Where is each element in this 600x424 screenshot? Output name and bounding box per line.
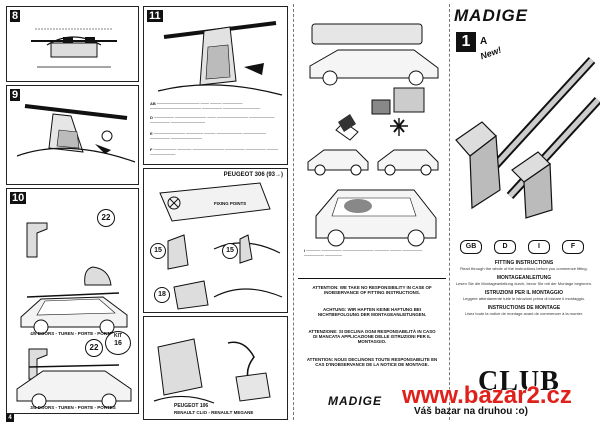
- panel-8: 8: [6, 6, 139, 82]
- section-f: INSTRUCTIONS DE MONTAGE Lisez toute la n…: [464, 305, 584, 316]
- car-loading-illustration: [307, 23, 439, 247]
- panel-number: 8: [10, 10, 21, 22]
- panel-8-illustration: [31, 28, 117, 68]
- label-18: 18: [154, 287, 170, 303]
- roof-bar-illustration: [455, 56, 600, 219]
- panel-10-illustration-top: [16, 222, 132, 409]
- panel-11: 11 AB ─────────────── ─── ──── ─────── ─…: [143, 6, 288, 165]
- attention-f: ATTENTION: NOUS DECLINONS TOUTE RESPONSA…: [306, 357, 438, 368]
- lang-f[interactable]: F: [562, 240, 584, 254]
- peugeot-106-panel: PEUGEOT 106 RENAULT CLIO - RENAULT MEGAN…: [143, 316, 288, 420]
- peugeot-106-illustration: [153, 338, 271, 404]
- fixing-points-label: FIXING POINTS: [214, 201, 247, 206]
- label-15-left: 15: [150, 243, 166, 259]
- attention-gb: ATTENTION: WE TAKE NO RESPONSIBILITY IN …: [312, 285, 432, 296]
- section-gb: FITTING INSTRUCTIONS Read through the wh…: [460, 260, 588, 271]
- step-f-text: F ──────── ───── ─────────── ─────── ───…: [150, 147, 279, 157]
- series-name: CLUB: [478, 366, 560, 397]
- peugeot-306-panel: PEUGEOT 306 (93→) FIXING POINTS 15 15 18: [143, 168, 288, 313]
- section-i: ISTRUZIONI PER IL MONTAGGIO Leggere atte…: [462, 290, 586, 301]
- model-badge: 1: [456, 32, 476, 52]
- peugeot-306-illustration: [159, 182, 283, 310]
- panel-number: 11: [147, 10, 163, 22]
- tag-22-bottom: 22: [85, 339, 103, 357]
- peugeot-106-subtitle: RENAULT CLIO - RENAULT MEGANE: [174, 410, 254, 415]
- panel-number: 10: [10, 192, 27, 204]
- lang-gb[interactable]: GB: [460, 240, 482, 254]
- step-e-text: E ─────────── ────── ──── ───────── ────…: [150, 131, 266, 141]
- attention-i: ATTENZIONE: SI DECLINA OGNI RESPONSABILI…: [308, 329, 436, 345]
- tag-22-top: 22: [97, 209, 115, 227]
- footer-brand: MADIGE: [328, 394, 382, 408]
- caption-4-5-doors: 4/5 DOORS - TUREN - PORTE - PORTES: [30, 331, 116, 336]
- step-d-text: D ─────── ─────────── ─── ─────────── ──…: [150, 115, 275, 125]
- panel-9: 9: [6, 85, 139, 185]
- model-letter: A: [480, 36, 488, 47]
- panel-number: 9: [10, 89, 21, 101]
- peugeot-106-title: PEUGEOT 106: [174, 403, 209, 409]
- caption-3-4-doors: 3/4 DOORS - TUREN - PORTE - PORTES: [30, 405, 116, 410]
- panel-10: 10 22 4/5 DOORS - TUREN - PORTE - PORTES…: [6, 188, 139, 414]
- kit-badge: KIT 16: [105, 331, 131, 355]
- car-loading-section: I ───── ─────── ─────────── ───── ──── ─…: [298, 6, 446, 270]
- fold-line-right: [449, 4, 450, 420]
- lang-i[interactable]: I: [528, 240, 550, 254]
- label-15-right: 15: [222, 243, 238, 259]
- panel-9-illustration: [16, 104, 136, 163]
- step-ab-text: AB ─────────────── ─── ──── ─────── ────…: [150, 101, 260, 111]
- peugeot-306-title: PEUGEOT 306 (93→): [223, 172, 283, 178]
- attention-block: ATTENTION: WE TAKE NO RESPONSIBILITY IN …: [298, 278, 446, 389]
- section-d: MONTAGEANLEITUNG Lesen Sie die Montagean…: [455, 275, 593, 286]
- page-number: 4: [6, 414, 14, 422]
- lang-d[interactable]: D: [494, 240, 516, 254]
- attention-d: ACHTUNG: WIR HAFTEN KEINE HAFTUNG BEI NI…: [317, 307, 427, 318]
- step-i-text: I ───── ─────── ─────────── ───── ──── ─…: [304, 248, 423, 258]
- cover-brand: MADIGE: [454, 6, 528, 25]
- watermark-domain: www.bazar2.cz: [402, 382, 572, 409]
- instruction-sections: FITTING INSTRUCTIONS Read through the wh…: [454, 260, 594, 316]
- panel-11-illustration: [157, 21, 283, 96]
- fold-line-left: [293, 4, 294, 420]
- watermark-slogan: Váš bazar na druhou :o): [414, 406, 528, 417]
